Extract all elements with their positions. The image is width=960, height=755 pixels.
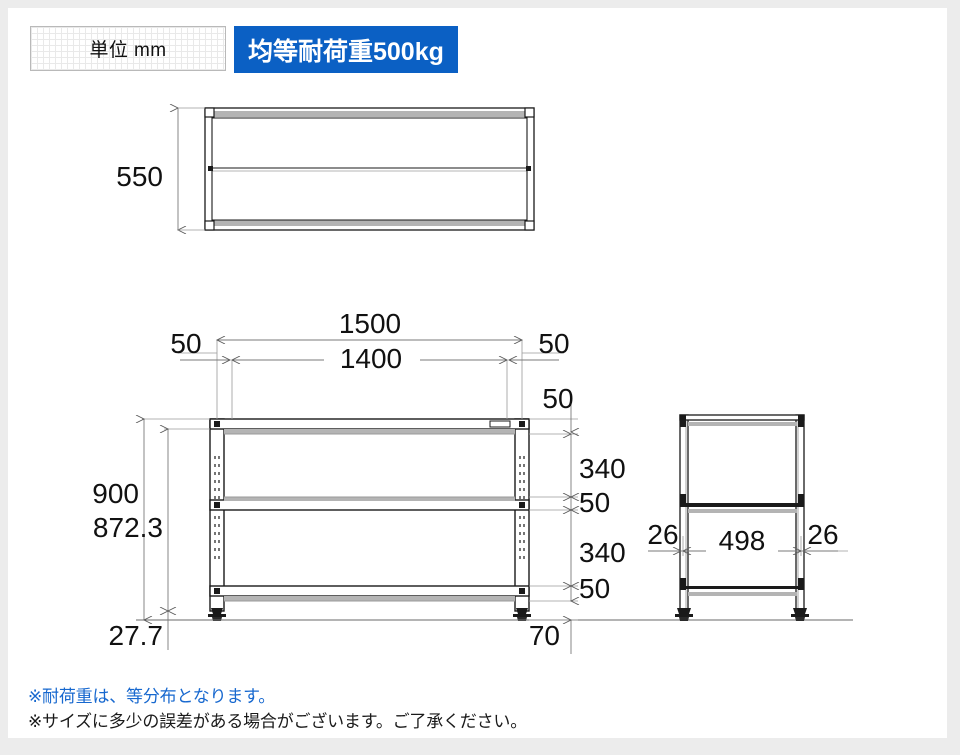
dim-front-mid-beam: 50 [579,487,610,518]
side-shelf-bottom [680,586,804,589]
front-view: 1500 1400 50 50 900 [92,308,853,654]
drawing-card: 単位 mm 均等耐荷重500kg [8,8,947,738]
dim-front-inner-width: 1400 [340,343,402,374]
dim-front-top-beam: 50 [542,383,573,414]
dim-front-gap-2: 340 [579,537,626,568]
side-shelf-middle [680,503,804,507]
dim-front-frame-height: 872.3 [93,512,163,543]
header-badges: 単位 mm 均等耐荷重500kg [30,26,458,73]
technical-drawing: 550 [92,8,853,654]
dim-side-right-overhang: 26 [807,519,838,550]
dim-front-foot-height: 27.7 [109,620,164,651]
side-view: 498 26 26 [647,414,848,621]
dim-front-gap-1: 340 [579,453,626,484]
note-load-distribution: ※耐荷重は、等分布となります。 [28,687,276,706]
shelf-bottom [209,585,530,597]
dim-side-inner-depth: 498 [719,525,766,556]
front-feet [208,608,531,621]
side-feet [675,608,809,621]
dim-front-right-overhang: 50 [538,328,569,359]
shelf-top [209,418,530,430]
dim-front-overall-height: 900 [92,478,139,509]
footer-notes: ※耐荷重は、等分布となります。 ※サイズに多少の誤差がある場合がございます。ご了… [28,684,527,734]
shelf-middle [209,499,530,511]
dim-front-overall-width: 1500 [339,308,401,339]
side-shelf-top [679,414,805,421]
dim-top-depth: 550 [116,161,163,192]
unit-label: 単位 mm [89,40,167,61]
dim-front-bottom-clearance: 70 [529,620,560,651]
product-label-tag [489,420,511,428]
note-size-tolerance: ※サイズに多少の誤差がある場合がございます。ご了承ください。 [28,712,528,731]
dim-front-left-overhang: 50 [170,328,201,359]
top-view: 550 [116,108,535,230]
load-capacity-badge: 均等耐荷重500kg [234,26,458,73]
dim-front-bottom-beam: 50 [579,573,610,604]
unit-badge: 単位 mm [30,26,226,71]
dim-side-left-overhang: 26 [647,519,678,550]
load-capacity-label: 均等耐荷重500kg [248,37,444,66]
